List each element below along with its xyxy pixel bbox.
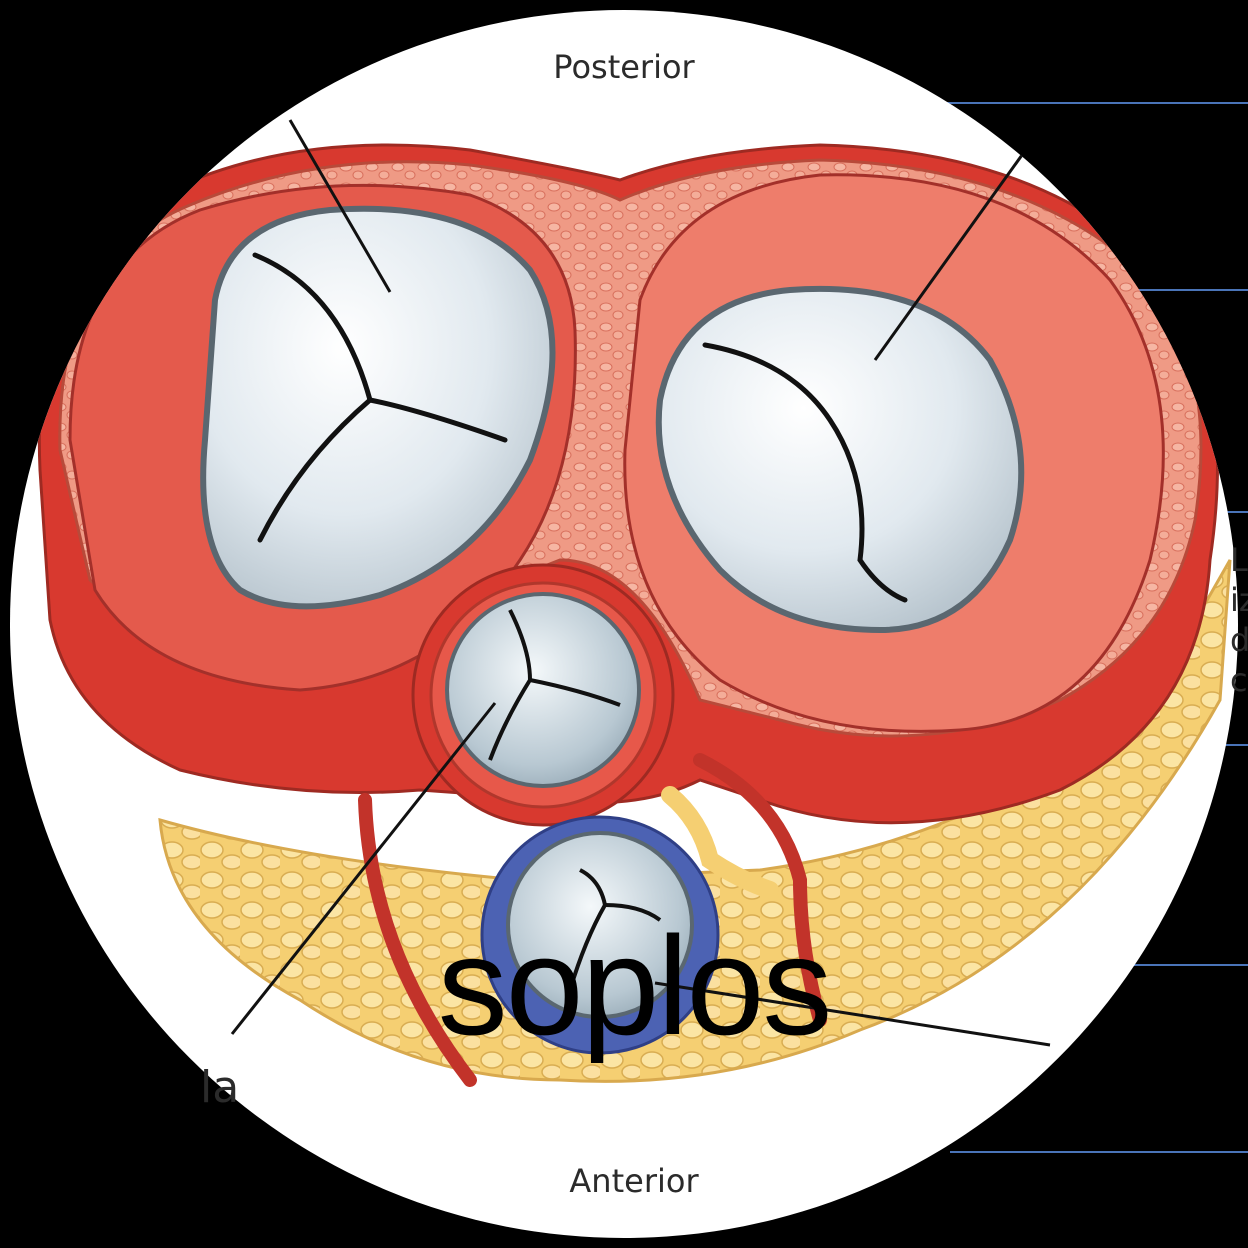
aortic-valve — [447, 594, 639, 786]
slide-title: soplos — [0, 905, 1248, 1067]
posterior-label: Posterior — [0, 48, 1248, 86]
truncated-label-right: L iz d c — [1230, 540, 1248, 700]
truncated-label-left: la — [200, 1062, 239, 1113]
anterior-label: Anterior — [0, 1162, 1248, 1200]
